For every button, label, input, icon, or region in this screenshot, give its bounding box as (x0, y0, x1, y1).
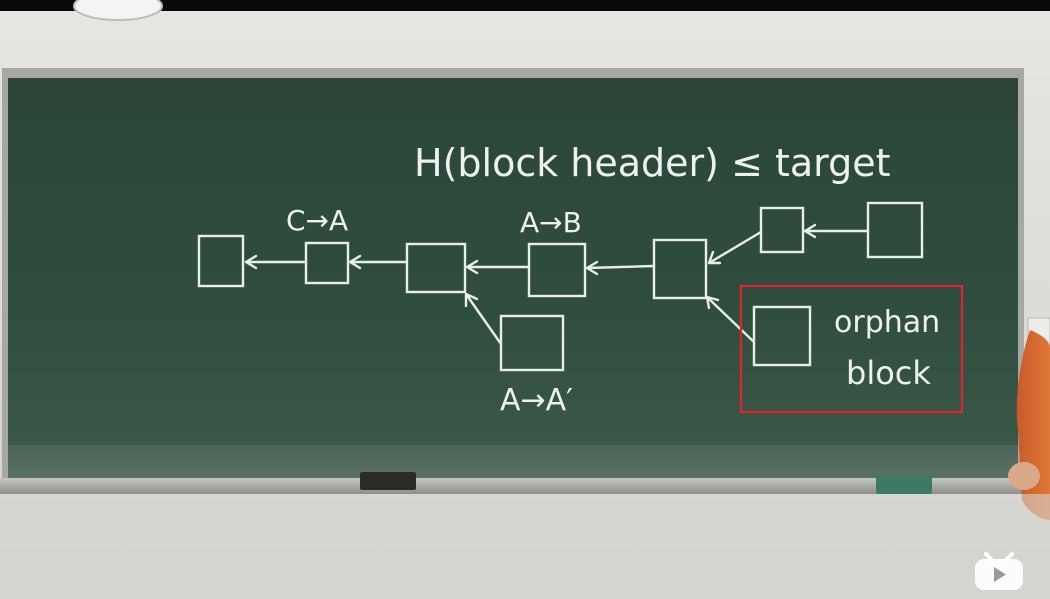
block-4 (527, 242, 587, 298)
chalk-tray (0, 478, 1030, 494)
block-1 (197, 234, 245, 288)
wall-lower (0, 494, 1050, 599)
block-6 (759, 206, 805, 254)
label-a-to-b: A→B (520, 206, 582, 239)
block-orphan (752, 305, 812, 367)
tv-play-icon (975, 552, 1023, 590)
orphan-highlight-box (739, 284, 964, 414)
eraser-left (360, 472, 416, 490)
formula-text: H(block header) ≤ target (414, 141, 891, 185)
lecturer (1008, 330, 1050, 520)
orphan-label-line1: orphan (834, 305, 940, 340)
label-c-to-a: C→A (286, 204, 348, 237)
orphan-label-line2: block (846, 354, 931, 392)
block-3 (405, 242, 467, 294)
top-bar (0, 0, 1050, 11)
eraser-right (876, 476, 932, 494)
chalkboard (8, 78, 1018, 478)
block-5 (652, 238, 708, 300)
arrows (244, 223, 870, 346)
ceiling-lamp (73, 0, 163, 21)
chalk-dust (8, 445, 1018, 478)
label-a-to-a-prime: A→A′ (500, 383, 573, 418)
